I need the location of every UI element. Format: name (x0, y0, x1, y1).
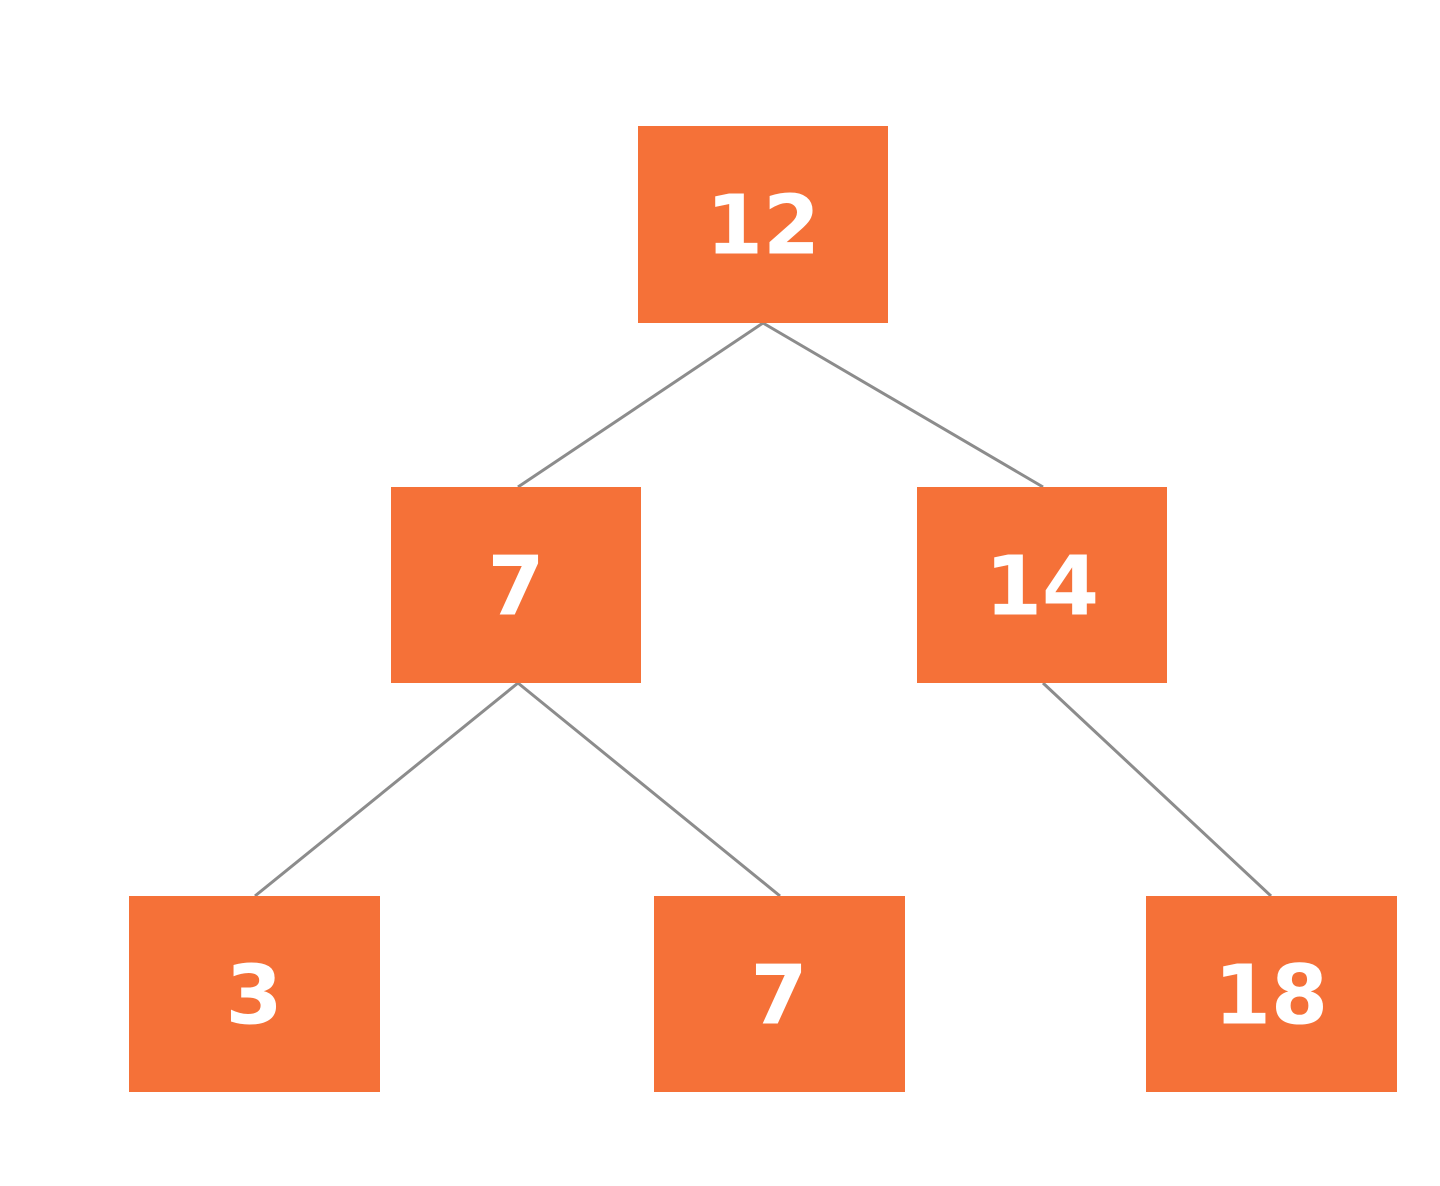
tree-node-root: 12 (638, 126, 888, 323)
node-label-left-left: 3 (225, 949, 282, 1044)
tree-nodes: 12 7 14 3 7 18 (129, 126, 1397, 1092)
node-box-right (917, 487, 1167, 683)
node-box-right-right (1146, 896, 1397, 1092)
node-box-root (638, 126, 888, 323)
node-label-left: 7 (487, 540, 544, 635)
node-box-left-left (129, 896, 380, 1092)
tree-edges (254, 321, 1273, 898)
tree-node-left: 7 (391, 487, 641, 683)
node-label-right-right: 18 (1214, 949, 1328, 1044)
node-label-left-right: 7 (750, 949, 807, 1044)
edge-root-right (762, 321, 1044, 489)
tree-node-right-right: 18 (1146, 896, 1397, 1092)
edge-root-left (517, 321, 764, 489)
edge-left-left-left (254, 681, 519, 898)
node-box-left (391, 487, 641, 683)
tree-node-right: 14 (917, 487, 1167, 683)
node-label-root: 12 (706, 179, 820, 274)
node-label-right: 14 (985, 540, 1099, 635)
tree-node-left-right: 7 (654, 896, 905, 1092)
edge-right-right-right (1041, 681, 1273, 898)
edge-left-left-right (517, 681, 781, 898)
tree-node-left-left: 3 (129, 896, 380, 1092)
node-box-left-right (654, 896, 905, 1092)
